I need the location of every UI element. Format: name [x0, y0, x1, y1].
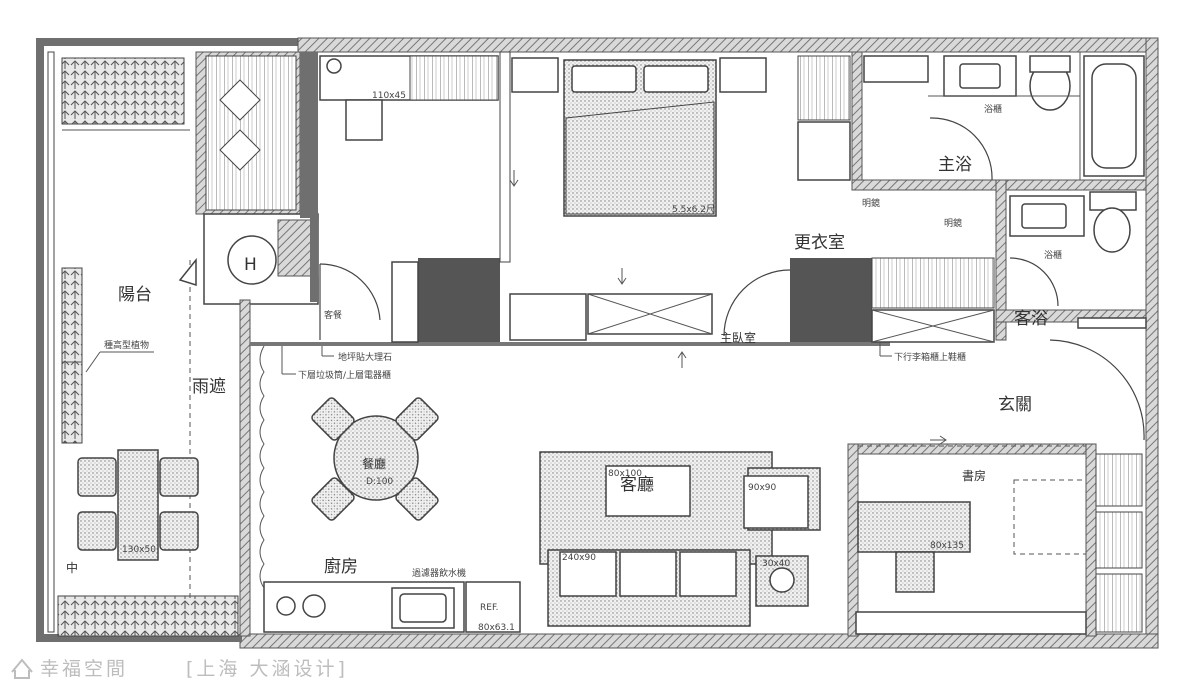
dim-coffee-table: 80x100: [608, 469, 642, 479]
room-label-kitchen: 廚房: [324, 556, 358, 577]
room-label-balcony: 陽台: [118, 285, 152, 305]
annotation-filter-water: 過濾器飲水機: [412, 567, 466, 579]
annotation-ref: REF.: [480, 603, 499, 613]
annotation-vanity-2: 浴櫃: [1044, 249, 1062, 261]
coffee-table: [605, 465, 691, 517]
outdoor-table: [117, 449, 159, 561]
meter-symbol: 中: [66, 560, 78, 575]
interior-walls: [239, 51, 1147, 637]
room-label-master-bath: 主浴: [938, 155, 972, 175]
dining-table: [333, 415, 419, 501]
arrow-markers: [509, 170, 947, 445]
room-label-entrance: 玄關: [998, 395, 1032, 415]
laundry-area: [178, 51, 319, 305]
watermark-designer: [上海 大涵设计]: [186, 658, 348, 680]
study-furniture: [855, 445, 1143, 635]
study-desk: [857, 501, 971, 553]
room-label-guest-bath: 客浴: [1014, 309, 1048, 329]
dim-armchair: 90x90: [748, 483, 777, 493]
room-label-living: 客廳: [620, 475, 654, 495]
guest-bath-fixtures: [1009, 191, 1147, 329]
house-logo-icon: [11, 658, 33, 679]
dim-fridge: 80x63.1: [478, 623, 515, 633]
annotation-luggage-shoe: 下行李箱櫃上鞋櫃: [894, 351, 966, 363]
dim-bed: 5.5x6.2尺: [672, 204, 715, 215]
dim-sofa: 240x90: [562, 553, 596, 563]
annotation-floor-marble: 地坪貼大理石: [338, 351, 392, 363]
annotation-trash-cabinet: 下層垃圾筒/上層電器櫃: [298, 369, 391, 381]
water-heater-circle: [227, 235, 277, 285]
exterior-walls: [36, 37, 1159, 649]
annotation-tall-plants: 種高型植物: [104, 339, 149, 351]
master-bedroom-furniture: [319, 55, 767, 343]
annotation-small-tag: 客餐: [324, 309, 342, 321]
watermark: 幸福空間 [上海 大涵设计]: [11, 658, 348, 680]
room-label-dining: 餐廳: [362, 456, 386, 471]
balcony-area: [57, 57, 239, 637]
kitchen-fixtures: [259, 345, 521, 633]
annotation-vanity-1: 浴櫃: [984, 103, 1002, 115]
annotation-mirror-2: 明鏡: [944, 217, 962, 229]
master-bath-fixtures: [863, 52, 1145, 180]
watermark-brand: 幸福空間: [40, 658, 128, 680]
heater-symbol: H: [244, 255, 257, 275]
room-label-rain-shelter: 雨遮: [192, 377, 226, 397]
dim-study-desk: 80x135: [930, 541, 964, 551]
dining-set: [311, 397, 439, 521]
room-label-walkin-closet: 更衣室: [794, 233, 845, 253]
room-label-master-bedroom: 主臥室: [720, 330, 756, 345]
room-label-study: 書房: [962, 468, 986, 483]
dim-dining-table: D:100: [366, 477, 393, 487]
closet-furniture: [797, 55, 995, 343]
dim-outdoor-table: 130x50: [122, 545, 156, 555]
labels: 陽台 雨遮 廚房 餐廳 客廳 主臥室 更衣室 主浴 客浴 玄關 書房 種高型植物…: [66, 91, 1062, 633]
dim-desk-top: 110x45: [372, 91, 406, 101]
door-swings: [319, 117, 1145, 441]
leader-lines: [85, 342, 892, 375]
dim-side-table: 30x40: [762, 559, 791, 569]
annotation-mirror-1: 明鏡: [862, 197, 880, 209]
living-set: [539, 451, 821, 627]
